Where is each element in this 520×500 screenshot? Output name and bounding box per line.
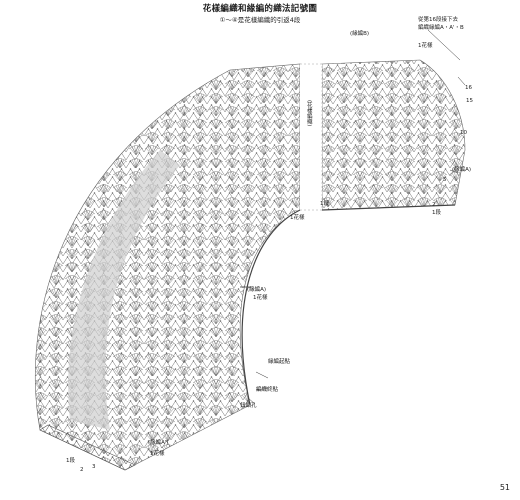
leader-lines	[247, 29, 466, 405]
bottom-edging	[39, 424, 136, 471]
right-fan-body	[321, 59, 466, 211]
label-button-hole: 鈕釦孔	[240, 403, 257, 409]
diagram-title: 花樣編織和緣編的織法記號圖	[202, 4, 318, 14]
label-row-1-mid: 1段	[320, 201, 329, 207]
label-row-2: 2	[432, 202, 436, 208]
label-pattern-vertical: (花樣編織)	[305, 100, 312, 127]
label-edge-a-prime: (緣編A')	[148, 440, 169, 446]
label-edge-note: 編織緣編A・A'・B	[418, 25, 464, 31]
label-one-pattern-top: 1花樣	[418, 43, 433, 49]
label-row-1: 1段	[432, 210, 441, 216]
label-edge-a-right: (緣編A)	[452, 167, 472, 173]
label-edge-end: 編織終點	[256, 387, 279, 393]
label-row-15: 15	[466, 98, 473, 104]
label-row-3-bottom: 3	[92, 464, 96, 470]
label-row-start-note: 從第16段接下去	[418, 17, 458, 23]
label-edge-b: (緣編B)	[350, 31, 370, 37]
label-row-10: 10	[460, 130, 467, 136]
left-fan-body	[35, 63, 301, 471]
diagram-subtitle: ①～④是花樣編織的引返4段	[219, 16, 301, 24]
page-number: 51	[499, 483, 510, 492]
label-row-5: 5	[443, 177, 447, 183]
label-edge-a-mid: (緣編A)	[247, 287, 267, 293]
label-one-pattern-right: 1花樣	[253, 295, 268, 301]
label-row-16: 16	[465, 85, 472, 91]
label-row-1-bottom: 1段	[66, 458, 75, 464]
label-row-2-bottom: 2	[80, 467, 84, 473]
label-one-pattern-bottom: 1花樣	[150, 451, 165, 457]
center-gap	[300, 63, 323, 211]
label-one-pattern-mid: 1花樣	[290, 215, 305, 221]
label-edge-start: 緣編起點	[268, 359, 291, 365]
